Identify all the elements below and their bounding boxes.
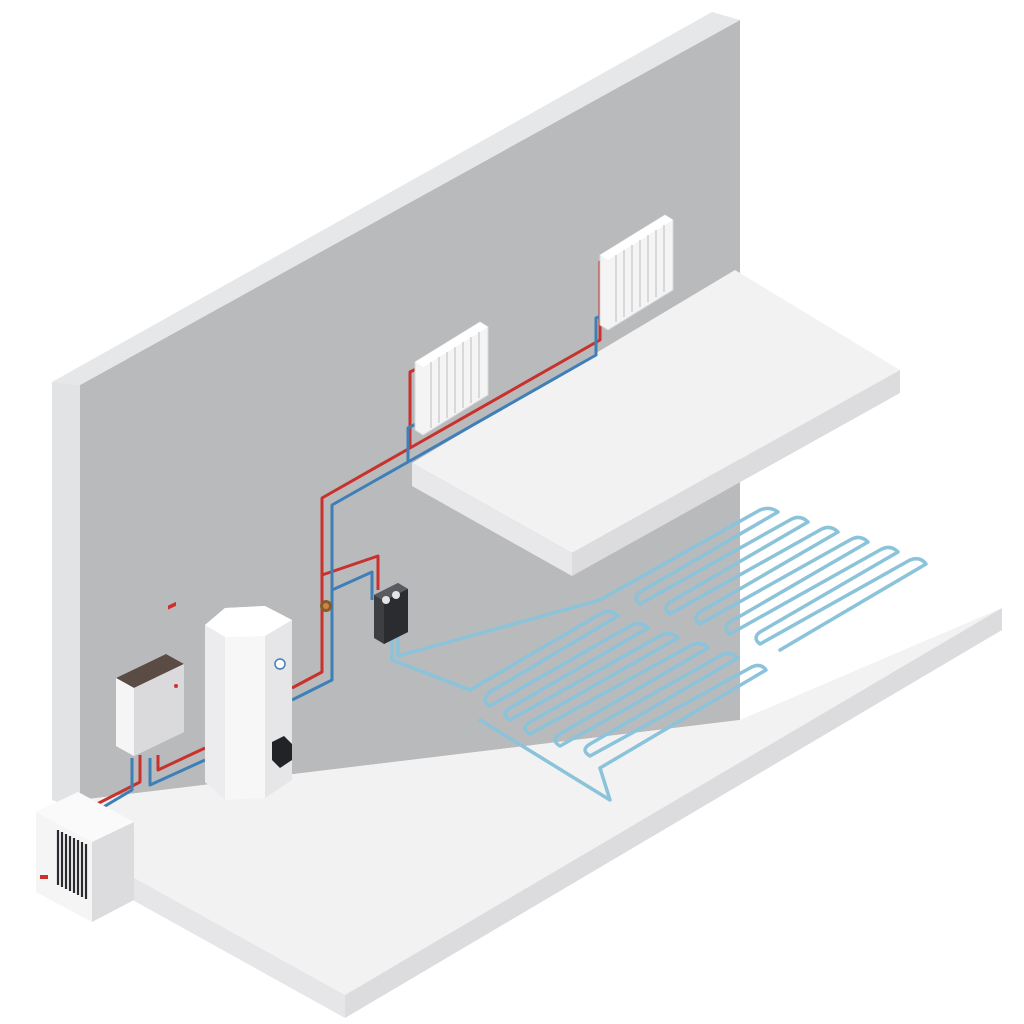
underfloor-return-lines <box>478 718 612 802</box>
brand-badge-icon <box>40 875 48 879</box>
return-pipe-cylinder <box>291 610 334 702</box>
mixing-valve <box>320 600 332 612</box>
underfloor-loop-back-zone <box>598 506 928 652</box>
return-pipe-heat-pump <box>94 758 206 814</box>
outdoor-heat-pump <box>36 792 134 922</box>
floor-left-edge <box>120 870 345 1018</box>
wall-top-edge <box>52 12 740 385</box>
radiator-icon <box>430 332 480 428</box>
radiator-icon <box>615 225 665 322</box>
radiator-1 <box>414 321 489 436</box>
access-hatch-icon <box>272 736 292 768</box>
upper-floor-slab <box>412 270 900 576</box>
indoor-control-unit <box>116 601 184 756</box>
upper-floor-front-edge <box>572 370 900 576</box>
radiator-2 <box>599 214 674 331</box>
manifold <box>374 583 408 644</box>
flow-pipe-manifold <box>320 554 380 602</box>
control-box-icon <box>168 601 176 610</box>
flow-pipe-cylinder <box>291 602 324 690</box>
wall-side-edge <box>52 382 80 810</box>
manifold-gauge-icon <box>382 596 390 604</box>
status-light-icon <box>174 684 178 688</box>
underfloor-feed-lines <box>390 598 602 692</box>
return-pipe-manifold <box>330 570 374 610</box>
upper-floor-top <box>412 270 900 553</box>
flow-pipe-heat-pump <box>94 746 206 807</box>
underfloor-heating-loops <box>390 506 928 802</box>
upper-floor-left-edge <box>412 463 572 576</box>
hot-water-cylinder <box>205 606 292 800</box>
floor-slab <box>80 608 1002 1018</box>
manifold-gauge-icon <box>392 591 400 599</box>
underfloor-loop-front-zone <box>468 609 768 770</box>
floor-top <box>80 608 1002 995</box>
floor-front-edge <box>345 608 1002 1018</box>
heat-pump-icon <box>56 830 88 899</box>
thermometer-gauge-icon <box>274 658 286 670</box>
